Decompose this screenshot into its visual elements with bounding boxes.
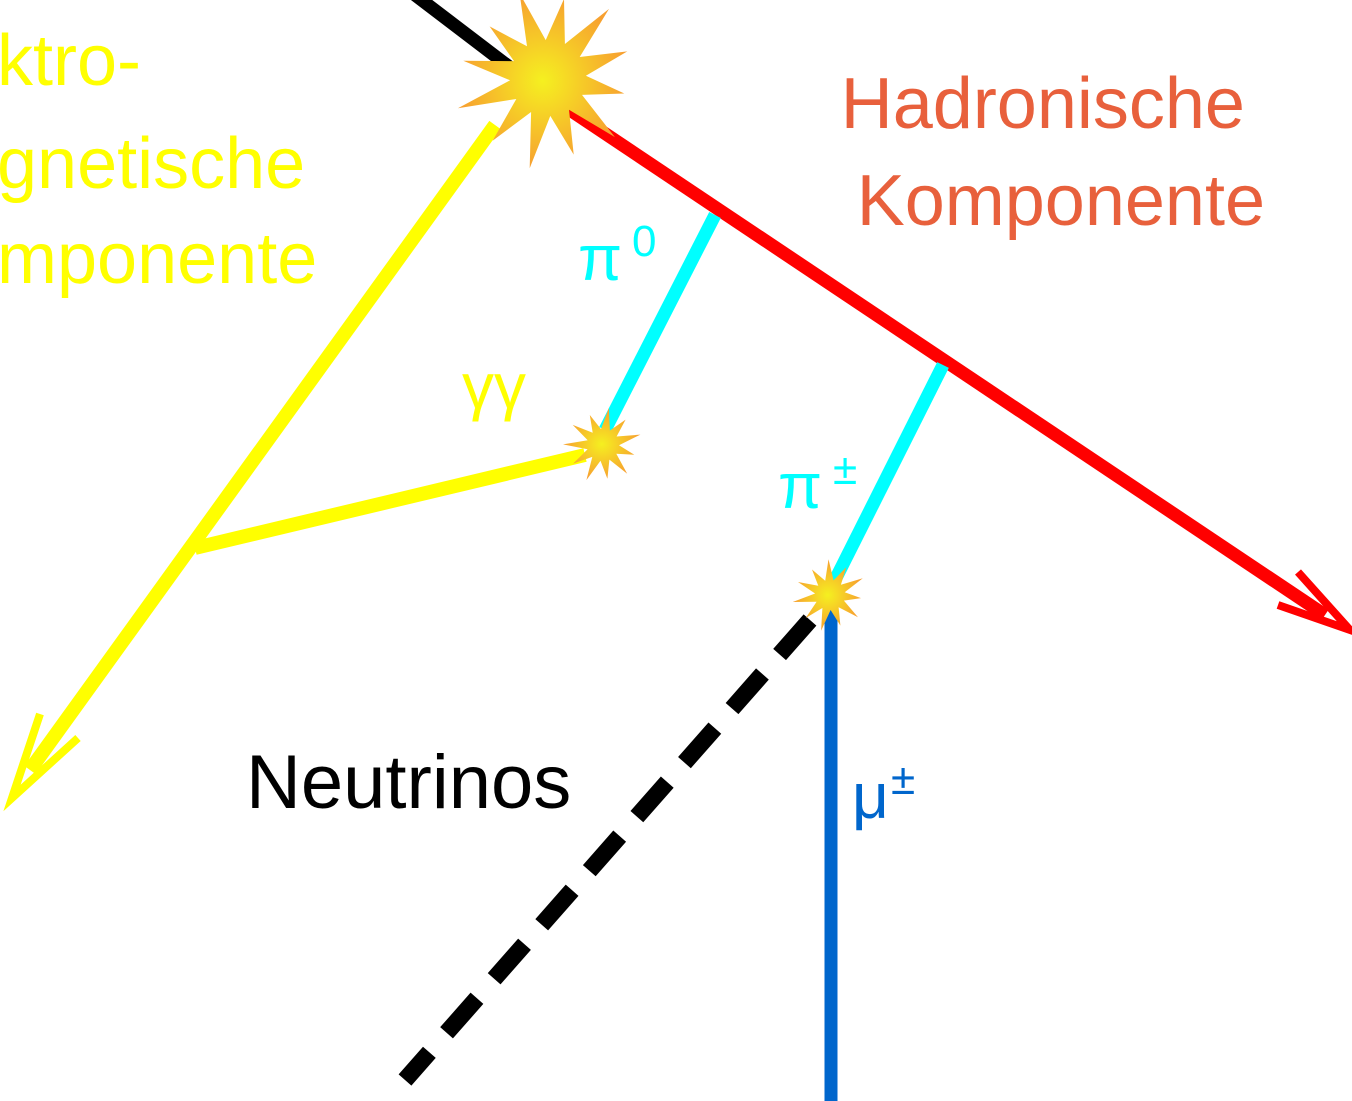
pi-charged-superscript: ±: [833, 445, 857, 494]
neutrino-track: [398, 614, 817, 1086]
muon-superscript: ±: [891, 755, 915, 804]
pion-decay-burst-icon: [792, 559, 863, 631]
em-main-track: [24, 120, 501, 775]
gamma-gamma-track: [193, 448, 587, 555]
em-arrowhead-icon: [3, 712, 81, 812]
muon-base: μ: [852, 760, 889, 832]
em-component-line-1: ktro-: [0, 21, 141, 101]
em-component-line-3: mponente: [0, 219, 317, 299]
hadronic-arrowhead-icon: [1276, 569, 1352, 635]
pi0-decay-burst-icon: [563, 407, 641, 481]
pi0-base: π: [578, 222, 622, 294]
hadronic-component-line-1: Hadronische: [841, 64, 1245, 144]
gamma-gamma-label: γγ: [462, 350, 526, 422]
em-component-label: ktro- gnetische mponente: [0, 21, 325, 299]
hadronic-component-label: Hadronische Komponente: [841, 64, 1265, 241]
pi-charged-base: π: [778, 450, 822, 522]
pi-charged-track: [824, 362, 949, 593]
pi0-superscript: 0: [632, 217, 656, 266]
pi-charged-label: π ±: [778, 445, 857, 522]
pi0-label: π 0: [578, 217, 656, 294]
hadronic-component-line-2: Komponente: [857, 161, 1265, 241]
em-component-line-2: gnetische: [0, 124, 305, 204]
pi0-track: [599, 212, 721, 433]
hadronic-track: [536, 84, 1329, 621]
neutrinos-label: Neutrinos: [246, 740, 571, 825]
interaction-burst-icon: [457, 0, 628, 169]
muon-label: μ ±: [852, 755, 915, 832]
